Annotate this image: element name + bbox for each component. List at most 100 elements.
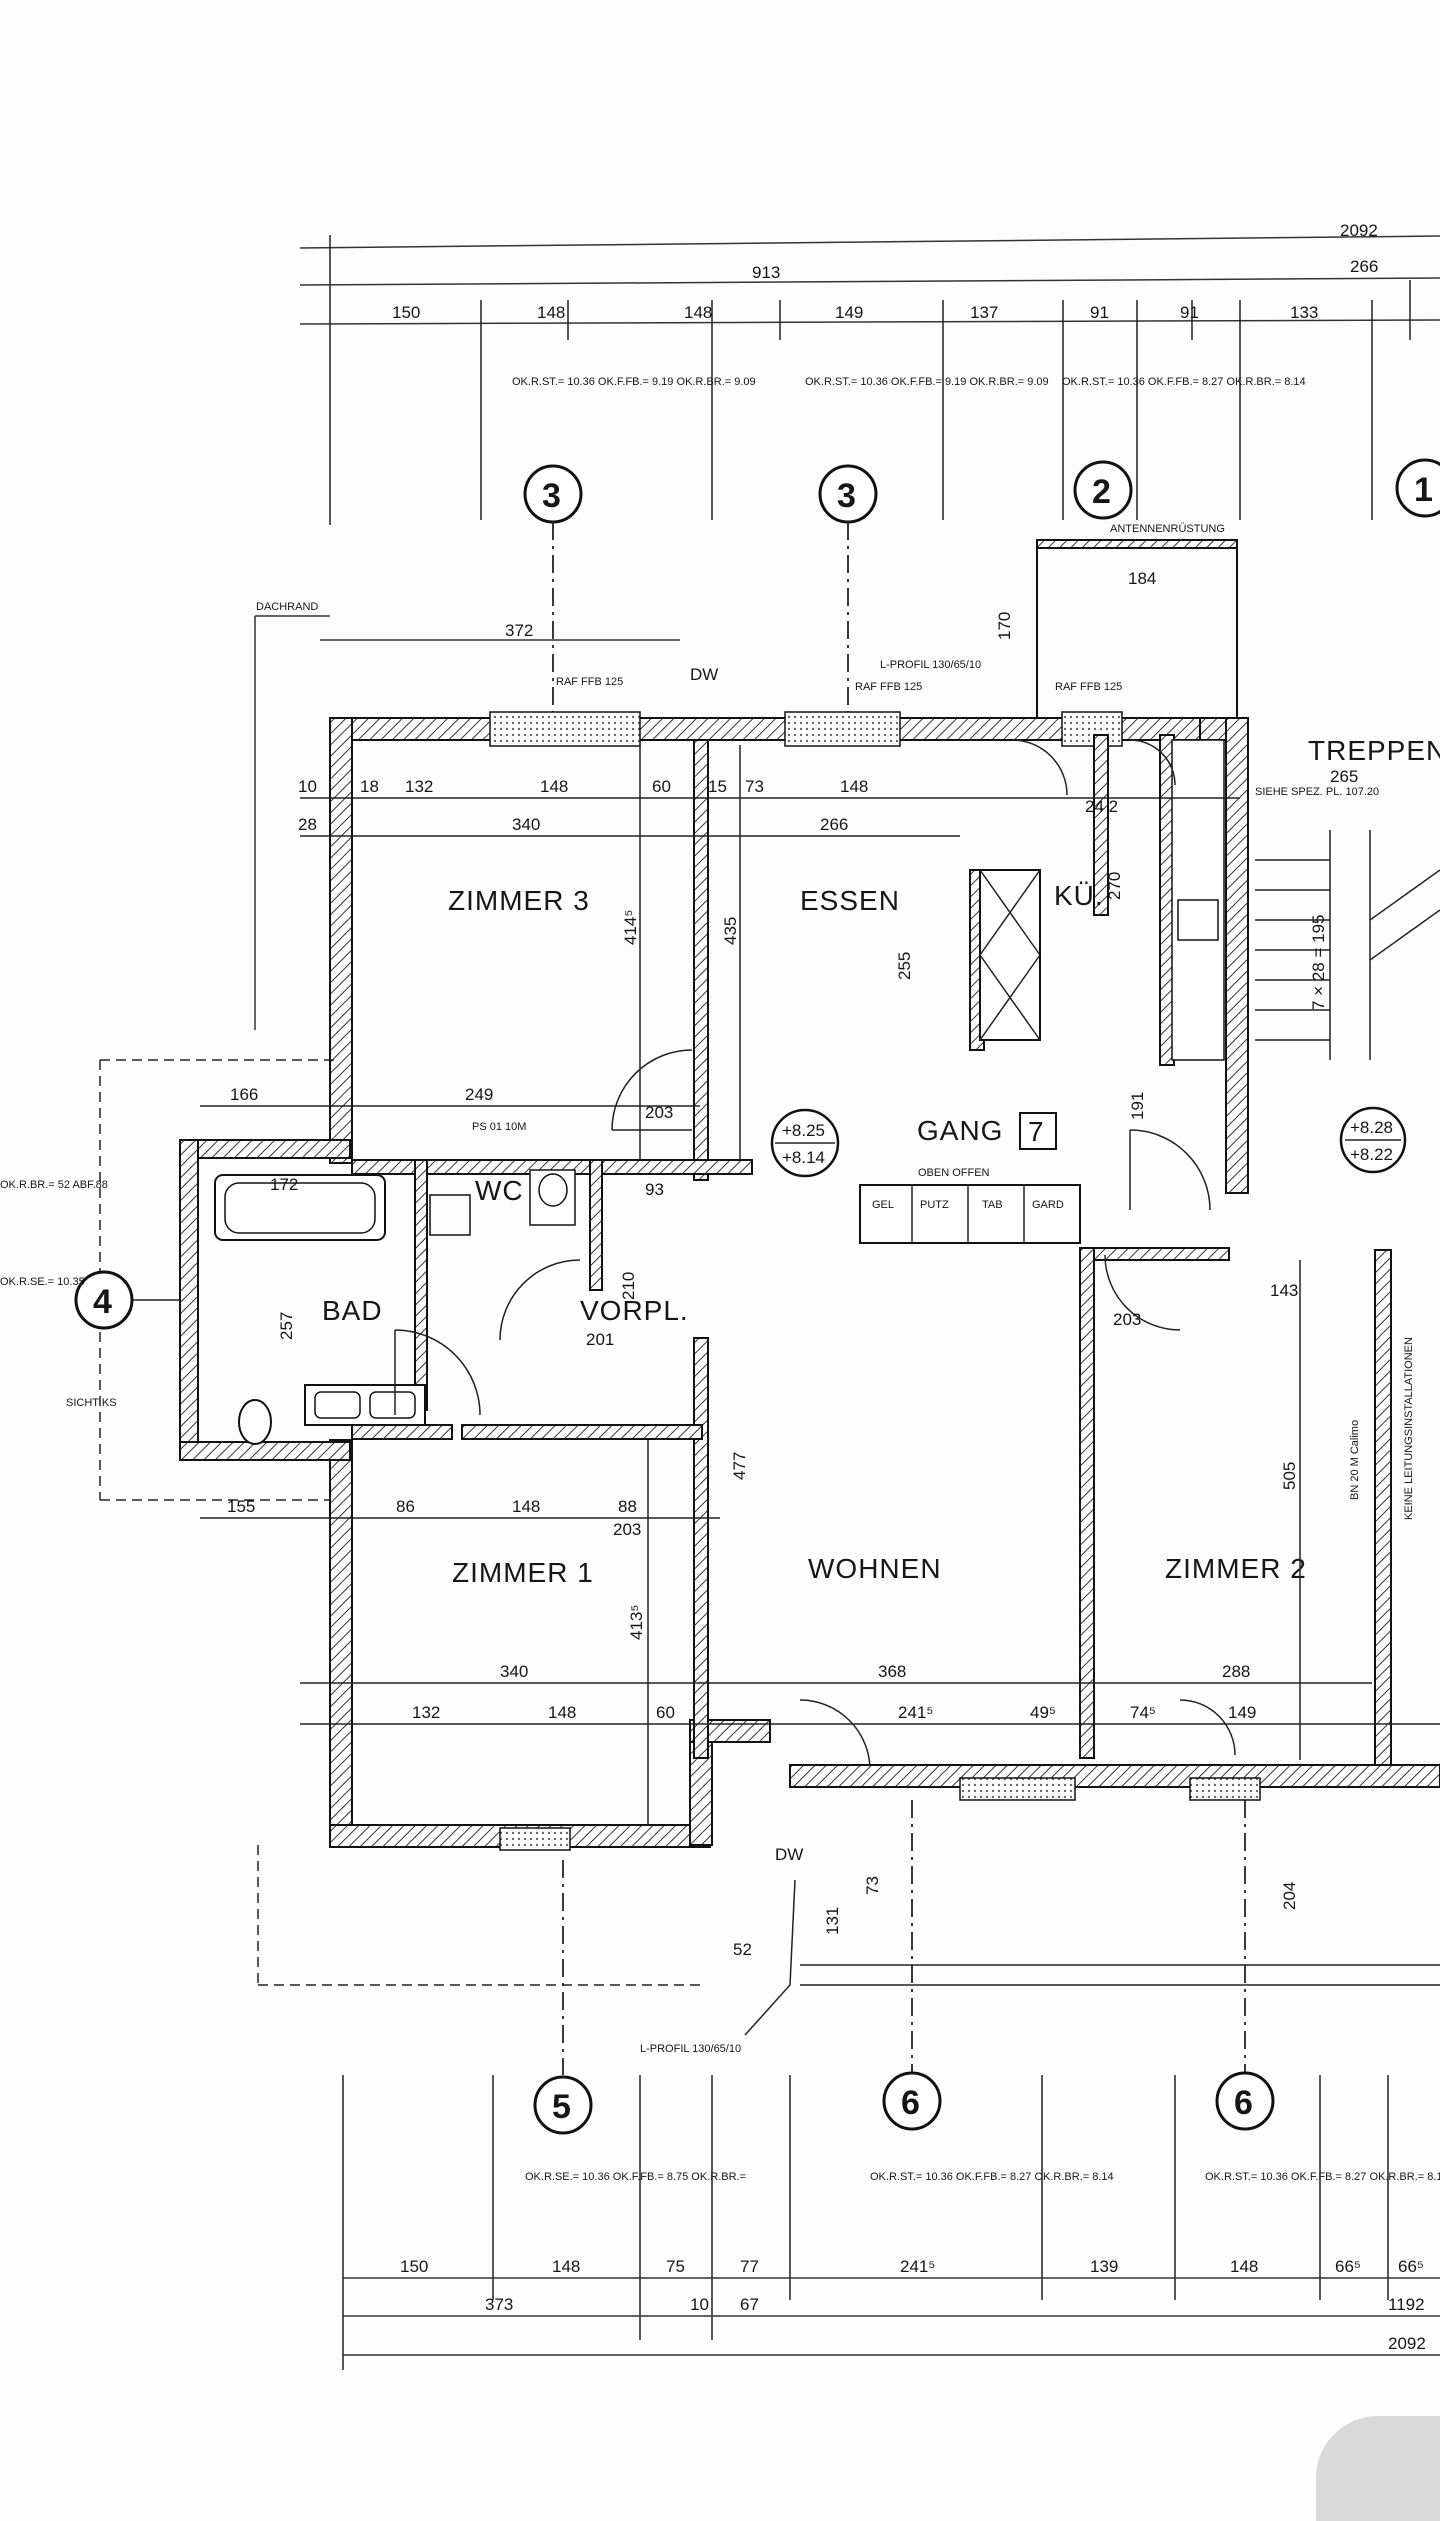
svg-text:60: 60 xyxy=(652,777,671,796)
room-zimmer-2: ZIMMER 2 xyxy=(1165,1553,1307,1584)
svg-text:257: 257 xyxy=(277,1312,296,1340)
dim-seg-4: 149 xyxy=(835,303,863,322)
elevation-note-bottom-3: OK.R.ST.= 10.36 OK.F.FB.= 8.27 OK.R.BR.=… xyxy=(1205,2171,1440,2183)
svg-text:155: 155 xyxy=(227,1497,255,1516)
elevation-note-bottom-1: OK.R.SE.= 10.36 OK.F.FB.= 8.75 OK.R.BR.= xyxy=(525,2171,746,2183)
svg-text:15: 15 xyxy=(708,777,727,796)
svg-text:OK.R.SE.= 10.35: OK.R.SE.= 10.35 xyxy=(0,1276,85,1288)
svg-text:+8.25: +8.25 xyxy=(782,1121,825,1140)
svg-text:PUTZ: PUTZ xyxy=(920,1199,949,1211)
svg-text:477: 477 xyxy=(730,1452,749,1480)
svg-text:DACHRAND: DACHRAND xyxy=(256,601,318,613)
svg-text:184: 184 xyxy=(1128,569,1156,588)
dim-seg-3: 148 xyxy=(684,303,712,322)
svg-text:203: 203 xyxy=(613,1520,641,1539)
svg-text:139: 139 xyxy=(1090,2257,1118,2276)
svg-text:10: 10 xyxy=(298,777,317,796)
svg-text:SIEHE SPEZ. PL. 107.20: SIEHE SPEZ. PL. 107.20 xyxy=(1255,786,1379,798)
dim-seg-6: 91 xyxy=(1090,303,1109,322)
axis-marker-6-right: 6 xyxy=(1215,1800,1275,2131)
svg-text:7 × 28 = 195: 7 × 28 = 195 xyxy=(1309,915,1328,1010)
svg-text:+8.14: +8.14 xyxy=(782,1148,825,1167)
svg-text:67: 67 xyxy=(740,2295,759,2314)
elevation-note-bottom-2: OK.R.ST.= 10.36 OK.F.FB.= 8.27 OK.R.BR.=… xyxy=(870,2171,1114,2183)
svg-text:1: 1 xyxy=(1414,471,1433,509)
elevation-stair: +8.28 +8.22 xyxy=(1339,1106,1407,1174)
svg-text:148: 148 xyxy=(552,2257,580,2276)
svg-text:SICHT KS: SICHT KS xyxy=(66,1397,117,1409)
svg-text:1192: 1192 xyxy=(1388,2295,1425,2314)
dim-seg-1: 150 xyxy=(392,303,420,322)
closet-row: GEL PUTZ TAB GARD OBEN OFFEN xyxy=(859,1167,1081,1244)
svg-text:60: 60 xyxy=(656,1703,675,1722)
door-swings xyxy=(394,739,1236,1771)
svg-text:204: 204 xyxy=(1280,1882,1299,1910)
room-labels: ZIMMER 3 ESSEN KÜ. TREPPENHAU GANG 7 WC … xyxy=(322,735,1440,1588)
svg-text:414⁵: 414⁵ xyxy=(621,910,640,945)
svg-text:172: 172 xyxy=(270,1175,298,1194)
room-wohnen: WOHNEN xyxy=(808,1553,942,1584)
svg-text:93: 93 xyxy=(645,1180,664,1199)
room-vorplatz: VORPL. xyxy=(580,1295,689,1326)
svg-text:201: 201 xyxy=(586,1330,614,1349)
axis-marker-5: 5 xyxy=(533,1860,593,2135)
svg-text:505: 505 xyxy=(1280,1462,1299,1490)
svg-text:288: 288 xyxy=(1222,1662,1250,1681)
windows-top: RAF FFB 125 RAF FFB 125 RAF FFB 125 DW L… xyxy=(489,659,1123,747)
svg-text:149: 149 xyxy=(1228,1703,1256,1722)
svg-text:OBEN OFFEN: OBEN OFFEN xyxy=(918,1167,990,1179)
room-zimmer-3: ZIMMER 3 xyxy=(448,885,590,916)
svg-text:74⁵: 74⁵ xyxy=(1130,1703,1156,1722)
svg-text:52: 52 xyxy=(733,1940,752,1959)
svg-text:BN 20 M Calimo: BN 20 M Calimo xyxy=(1349,1420,1361,1500)
svg-text:413⁵: 413⁵ xyxy=(627,1605,646,1640)
svg-text:66⁵: 66⁵ xyxy=(1335,2257,1361,2276)
svg-text:4: 4 xyxy=(93,1283,112,1321)
svg-text:24 2: 24 2 xyxy=(1085,797,1118,816)
svg-text:203: 203 xyxy=(645,1103,673,1122)
axis-marker-2: 2 xyxy=(1073,460,1133,520)
svg-text:+8.22: +8.22 xyxy=(1350,1145,1393,1164)
svg-text:86: 86 xyxy=(396,1497,415,1516)
svg-text:77: 77 xyxy=(740,2257,759,2276)
svg-text:L-PROFIL 130/65/10: L-PROFIL 130/65/10 xyxy=(640,2043,741,2055)
svg-text:+8.28: +8.28 xyxy=(1350,1118,1393,1137)
svg-text:170: 170 xyxy=(995,612,1014,640)
top-dimension-chain: 2092 913 266 150 148 148 149 137 91 91 1… xyxy=(299,221,1440,525)
svg-text:148: 148 xyxy=(540,777,568,796)
axis-marker-4: 4 OK.R.BR.= 52 ABF.88 OK.R.SE.= 10.35 SI… xyxy=(0,1179,180,1409)
dim-266: 266 xyxy=(1350,257,1378,276)
room-number: 7 xyxy=(1028,1116,1045,1147)
dim-seg-2: 148 xyxy=(537,303,565,322)
svg-text:148: 148 xyxy=(512,1497,540,1516)
svg-text:5: 5 xyxy=(552,2088,571,2126)
svg-text:148: 148 xyxy=(1230,2257,1258,2276)
elevation-gang: +8.25 +8.14 xyxy=(770,1108,840,1178)
dim-seg-5: 137 xyxy=(970,303,998,322)
svg-text:18: 18 xyxy=(360,777,379,796)
kitchen-counter xyxy=(979,739,1225,1061)
svg-text:210: 210 xyxy=(619,1272,638,1300)
svg-text:270: 270 xyxy=(1105,872,1124,900)
axis-marker-3-left: 3 xyxy=(523,464,583,720)
corner-button[interactable] xyxy=(1316,2416,1440,2521)
hidden-lines xyxy=(99,1059,1081,1986)
svg-text:368: 368 xyxy=(878,1662,906,1681)
svg-text:2: 2 xyxy=(1092,473,1111,511)
interior-dimensions: 10 28 18 132 148 60 15 73 148 24 2 340 2… xyxy=(227,767,1415,1959)
svg-text:28: 28 xyxy=(298,815,317,834)
dim-seg-8: 133 xyxy=(1290,303,1318,322)
room-wc: WC xyxy=(475,1175,524,1206)
balcony-top: ANTENNENRÜSTUNG 184 170 xyxy=(995,523,1238,721)
svg-text:148: 148 xyxy=(840,777,868,796)
dw-label-top: DW xyxy=(690,665,718,684)
room-number-box xyxy=(1019,1112,1057,1150)
svg-text:166: 166 xyxy=(230,1085,258,1104)
svg-text:RAF FFB 125: RAF FFB 125 xyxy=(556,676,623,688)
svg-text:75: 75 xyxy=(666,2257,685,2276)
axis-marker-1: 1 xyxy=(1395,458,1440,518)
svg-text:255: 255 xyxy=(895,952,914,980)
svg-text:66⁵: 66⁵ xyxy=(1398,2257,1424,2276)
svg-text:3: 3 xyxy=(542,477,561,515)
